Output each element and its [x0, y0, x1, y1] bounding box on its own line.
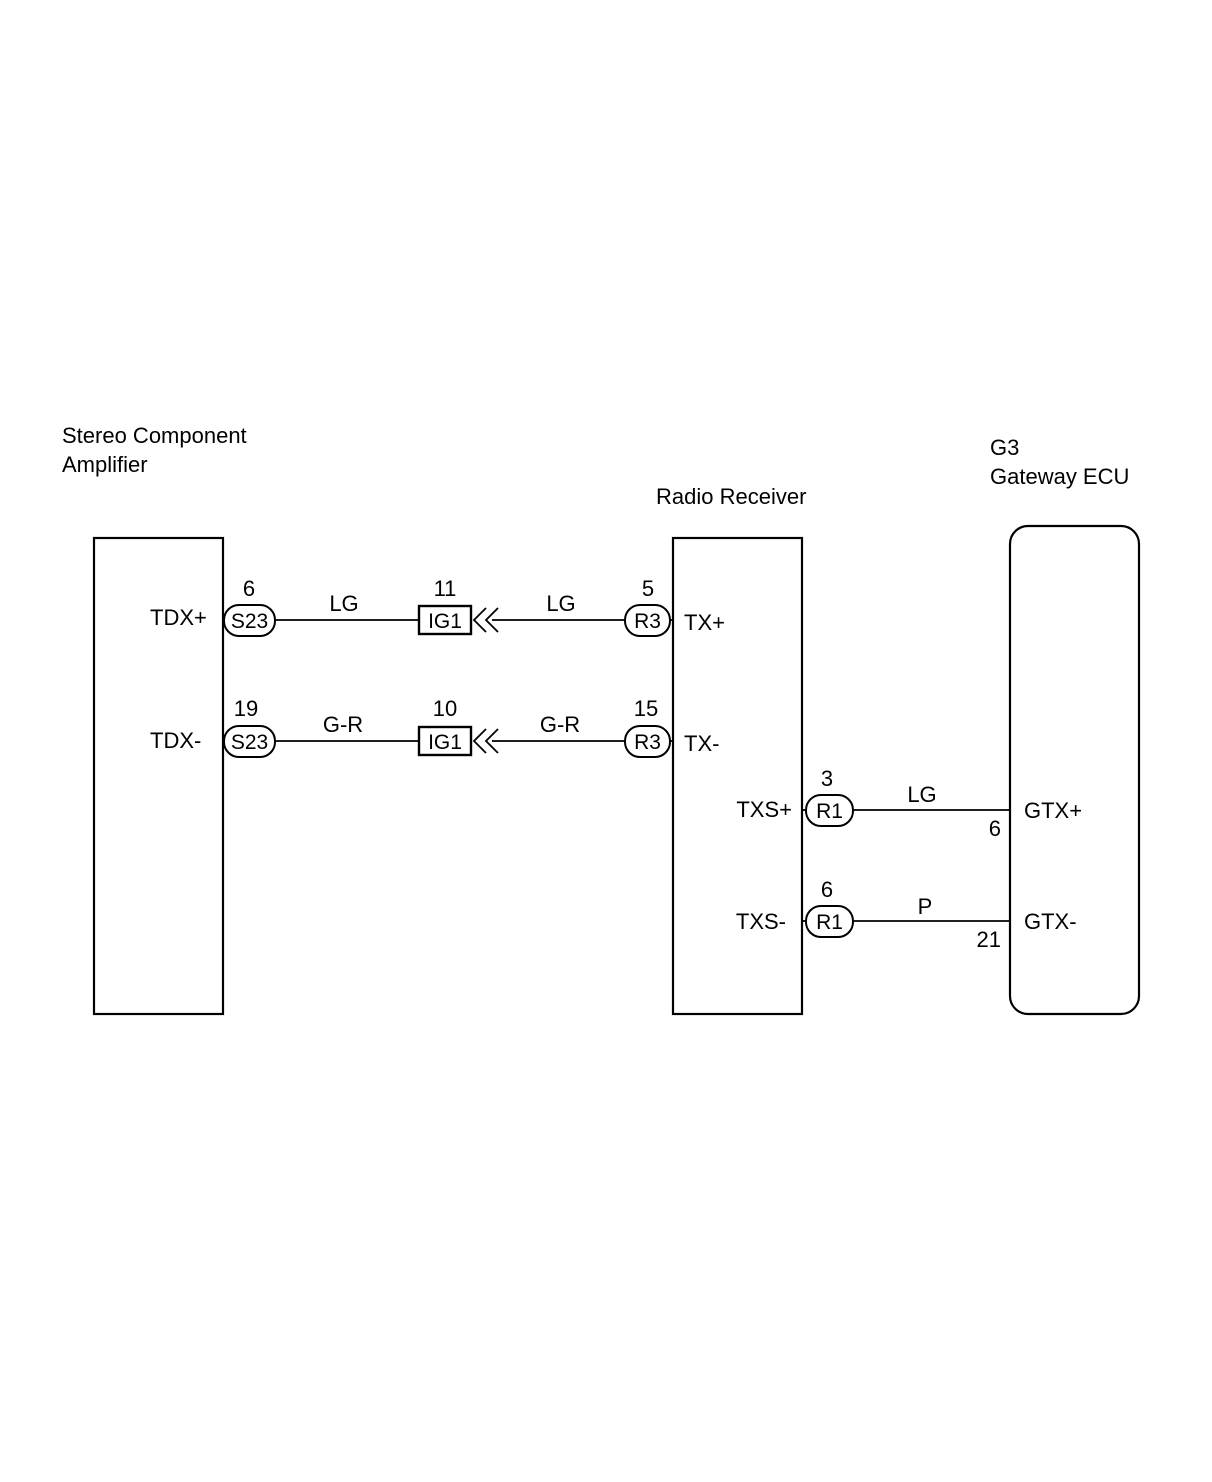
- pin-number: 11: [434, 576, 457, 601]
- pin-number: 19: [234, 696, 258, 721]
- radio-receiver-title: Radio Receiver: [656, 484, 806, 509]
- pin-number: 10: [433, 696, 457, 721]
- pin-number: 6: [989, 816, 1001, 841]
- gateway-code: G3: [990, 435, 1019, 460]
- connector-r1-id: R1: [816, 800, 843, 823]
- connector-r1-pin3: [805, 794, 854, 827]
- connector-arrow-icon: [472, 728, 499, 754]
- pin-label-gtx-plus: GTX+: [1024, 798, 1082, 823]
- pin-number: 3: [821, 766, 833, 791]
- gateway-title: Gateway ECU: [990, 464, 1129, 489]
- connector-ig1-pin11: [417, 604, 473, 636]
- wire-color-label: P: [918, 894, 933, 919]
- connector-ig1-id: IG1: [428, 731, 462, 754]
- pin-label-txs-minus: TXS-: [736, 909, 786, 934]
- amplifier-title-line1: Stereo Component: [62, 423, 247, 448]
- pin-label-tdx-minus: TDX-: [150, 728, 201, 753]
- amplifier-box: [92, 536, 225, 1016]
- gateway-ecu-box: [1008, 524, 1141, 1016]
- wire-color-label: G-R: [323, 712, 363, 737]
- pin-label-tdx-plus: TDX+: [150, 605, 207, 630]
- connector-s23-pin6: [223, 604, 276, 637]
- amplifier-title-line2: Amplifier: [62, 452, 148, 477]
- pin-number: 21: [977, 927, 1001, 952]
- connector-ig1-id: IG1: [428, 610, 462, 633]
- connector-s23-id: S23: [231, 731, 268, 754]
- connector-r3-id: R3: [634, 610, 661, 633]
- pin-label-tx-minus: TX-: [684, 731, 719, 756]
- pin-number: 6: [243, 576, 255, 601]
- pin-label-tx-plus: TX+: [684, 610, 725, 635]
- connector-r3-pin15: [624, 725, 671, 758]
- wire-color-label: LG: [907, 782, 936, 807]
- wire-color-label: LG: [546, 591, 575, 616]
- connector-ig1-pin10: [417, 725, 473, 757]
- connector-s23-id: S23: [231, 610, 268, 633]
- wire-color-label: G-R: [540, 712, 580, 737]
- connector-r3-id: R3: [634, 731, 661, 754]
- pin-number: 6: [821, 877, 833, 902]
- pin-label-txs-plus: TXS+: [736, 797, 792, 822]
- wire-color-label: LG: [329, 591, 358, 616]
- connector-arrow-icon: [472, 607, 499, 633]
- pin-number: 15: [634, 696, 658, 721]
- connector-r1-pin6: [805, 905, 854, 938]
- pin-label-gtx-minus: GTX-: [1024, 909, 1077, 934]
- radio-receiver-box: [671, 536, 804, 1016]
- connector-r1-id: R1: [816, 911, 843, 934]
- connector-r3-pin5: [624, 604, 671, 637]
- connector-s23-pin19: [223, 725, 276, 758]
- pin-number: 5: [642, 576, 654, 601]
